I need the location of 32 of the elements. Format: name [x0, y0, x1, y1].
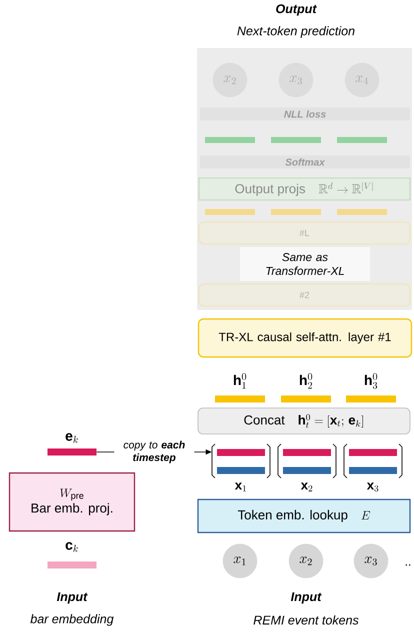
- vector-label: $\mathbf{x}_3$: [366, 482, 378, 492]
- note-box: Same as Transformer-XL: [240, 247, 370, 281]
- edge-label: copy to each timestep: [114, 440, 194, 464]
- embedding-bar: [271, 209, 321, 215]
- layer-band: Softmax: [200, 156, 410, 168]
- caption-text: Input: [56, 592, 88, 604]
- layer-box: TR-XL causal self-attn. layer #1: [198, 318, 412, 358]
- vector-label: $\mathbf{x}_1$: [234, 482, 246, 492]
- layer-box: Concat $\mathbf{h}^0_t = [\mathbf{x}_t;\, \mathbf{e}_k]$: [198, 408, 410, 434]
- vector-label: $\mathbf{c}_k$: [66, 542, 78, 552]
- vector-label: $\mathbf{h}^0_1$: [234, 373, 246, 389]
- caption-text: Next-token prediction: [237, 26, 354, 38]
- embedding-bar: [205, 137, 255, 143]
- layer-box: #2: [198, 284, 410, 306]
- caption-text: bar embedding: [30, 614, 114, 626]
- caption-text: REMI event tokens: [254, 615, 359, 625]
- layer-box: Token emb. lookup $E$: [197, 498, 411, 534]
- layer-box: $W_{\mathrm{pre}}$ Bar emb. proj.: [8, 472, 136, 532]
- embedding-bar: [205, 209, 255, 215]
- layer-box: #L: [198, 222, 410, 244]
- caption-text: ..: [406, 564, 410, 566]
- layer-band: NLL loss: [200, 108, 410, 120]
- embedding-bar: [337, 137, 387, 143]
- caption-text: Output: [276, 4, 317, 16]
- vector-label: $\mathbf{e}_k$: [66, 433, 78, 443]
- embedding-bar: [271, 137, 321, 143]
- caption-text: Input: [290, 592, 322, 604]
- layer-box: Output projs $\mathbb{R}^d \to \mathbb{R}^{|V|}$: [198, 178, 410, 200]
- vector-label: $\mathbf{h}^0_3$: [364, 373, 378, 389]
- vector-label: $\mathbf{h}^0_2$: [300, 373, 312, 389]
- vector-label: $\mathbf{x}_2$: [300, 482, 312, 492]
- embedding-bar: [337, 209, 387, 215]
